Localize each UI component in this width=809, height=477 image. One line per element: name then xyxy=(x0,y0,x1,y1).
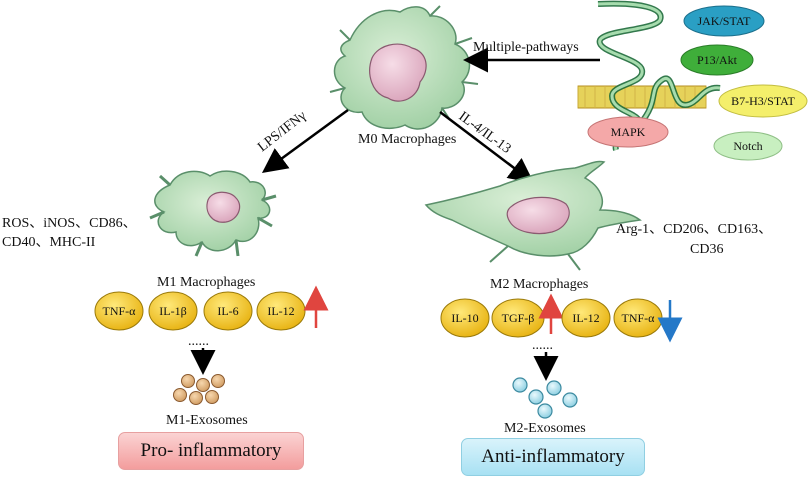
pro-inflammatory-text: Pro- inflammatory xyxy=(140,440,282,461)
svg-text:TNF-α: TNF-α xyxy=(622,311,656,325)
m2-cytokine-il10: IL-10 xyxy=(440,298,490,338)
m1-polarization-arrow xyxy=(261,108,349,173)
m1-exosome-label: M1-Exosomes xyxy=(166,413,248,428)
m0-macrophage-cell xyxy=(329,5,479,130)
svg-text:IL-1β: IL-1β xyxy=(159,304,186,318)
svg-text:IL-10: IL-10 xyxy=(451,311,478,325)
m2-markers-line2: CD36 xyxy=(690,242,723,257)
m1-label: M1 Macrophages xyxy=(157,275,255,290)
m1-cytokine-tnf: TNF-α xyxy=(94,291,144,331)
m2-polarization-arrow xyxy=(439,111,534,184)
pathway-jak-stat: JAK/STAT xyxy=(683,5,765,37)
svg-text:P13/Akt: P13/Akt xyxy=(697,53,738,67)
m2-dots: ...... xyxy=(532,338,553,353)
m2-macrophage-cell xyxy=(424,160,642,271)
m2-exosomes-icon xyxy=(512,377,578,419)
svg-text:IL-12: IL-12 xyxy=(267,304,294,318)
pathways-arrow-label: Multiple-pathways xyxy=(473,40,579,55)
m1-macrophage-cell xyxy=(149,170,277,257)
m1-cytokine-il6: IL-6 xyxy=(203,291,253,331)
m2-exosome-label: M2-Exosomes xyxy=(504,421,586,436)
m1-dots: ...... xyxy=(188,334,209,349)
svg-text:TNF-α: TNF-α xyxy=(103,304,137,318)
svg-text:IL-6: IL-6 xyxy=(217,304,238,318)
m2-cytokine-il12: IL-12 xyxy=(561,298,611,338)
m2-cytokine-tnf: TNF-α xyxy=(613,298,663,338)
m1-cytokine-il1b: IL-1β xyxy=(148,291,198,331)
m0-label: M0 Macrophages xyxy=(358,132,456,147)
m2-markers-line1: Arg-1、CD206、CD163、 xyxy=(616,222,772,237)
anti-inflammatory-banner: Anti-inflammatory xyxy=(461,438,645,476)
anti-inflammatory-text: Anti-inflammatory xyxy=(481,446,625,467)
svg-text:JAK/STAT: JAK/STAT xyxy=(697,14,751,28)
m1-cytokine-il12: IL-12 xyxy=(256,291,306,331)
pathway-b7h3-stat: B7-H3/STAT xyxy=(718,84,808,118)
pro-inflammatory-banner: Pro- inflammatory xyxy=(118,432,304,470)
svg-text:MAPK: MAPK xyxy=(611,125,646,139)
m2-cytokine-tgfb: TGF-β xyxy=(491,298,545,338)
m1-markers-line1: ROS、iNOS、CD86、 xyxy=(2,216,137,231)
svg-text:TGF-β: TGF-β xyxy=(502,311,535,325)
svg-text:B7-H3/STAT: B7-H3/STAT xyxy=(731,94,795,108)
m2-arrow-label: IL-4/IL-13 xyxy=(456,109,514,157)
pathway-notch: Notch xyxy=(713,131,783,161)
svg-text:IL-12: IL-12 xyxy=(572,311,599,325)
m2-label: M2 Macrophages xyxy=(490,277,588,292)
pathway-mapk: MAPK xyxy=(587,116,669,148)
pathway-p13-akt: P13/Akt xyxy=(680,44,754,76)
m1-markers-line2: CD40、MHC-II xyxy=(2,235,96,250)
m1-exosomes-icon xyxy=(173,374,225,405)
svg-text:Notch: Notch xyxy=(733,139,762,153)
m1-arrow-label: LPS/IFNγ xyxy=(255,108,309,155)
